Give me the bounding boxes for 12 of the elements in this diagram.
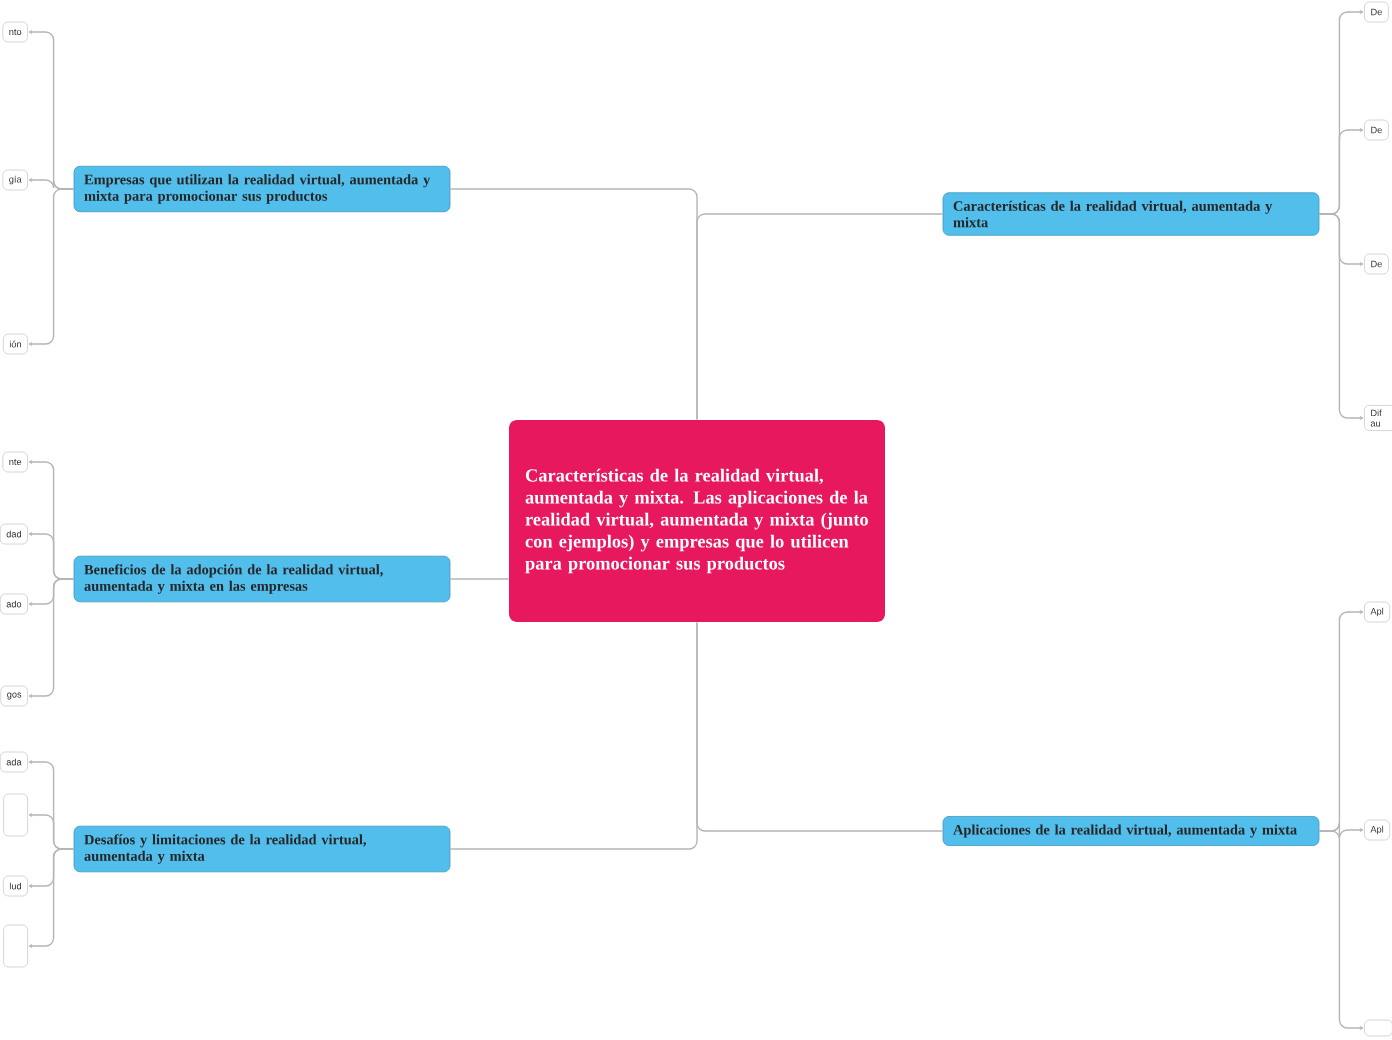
connector	[696, 621, 944, 832]
leaf-box	[3, 793, 28, 837]
leaf-box	[3, 924, 28, 968]
connector	[696, 213, 944, 421]
connector	[1318, 213, 1364, 420]
leaf-box	[1364, 1019, 1392, 1037]
connector	[449, 578, 510, 580]
connector	[1318, 830, 1364, 1030]
connector	[28, 848, 75, 948]
connector	[28, 188, 75, 346]
topic-box: Características de la realidad virtual, aumentada y mixta. Las aplicaciones de la realidad virtual, aumentada y mixta (junto con ejemplos) y empresas que lo utilicen para promocionar sus productos	[509, 420, 885, 622]
connector	[28, 578, 75, 698]
